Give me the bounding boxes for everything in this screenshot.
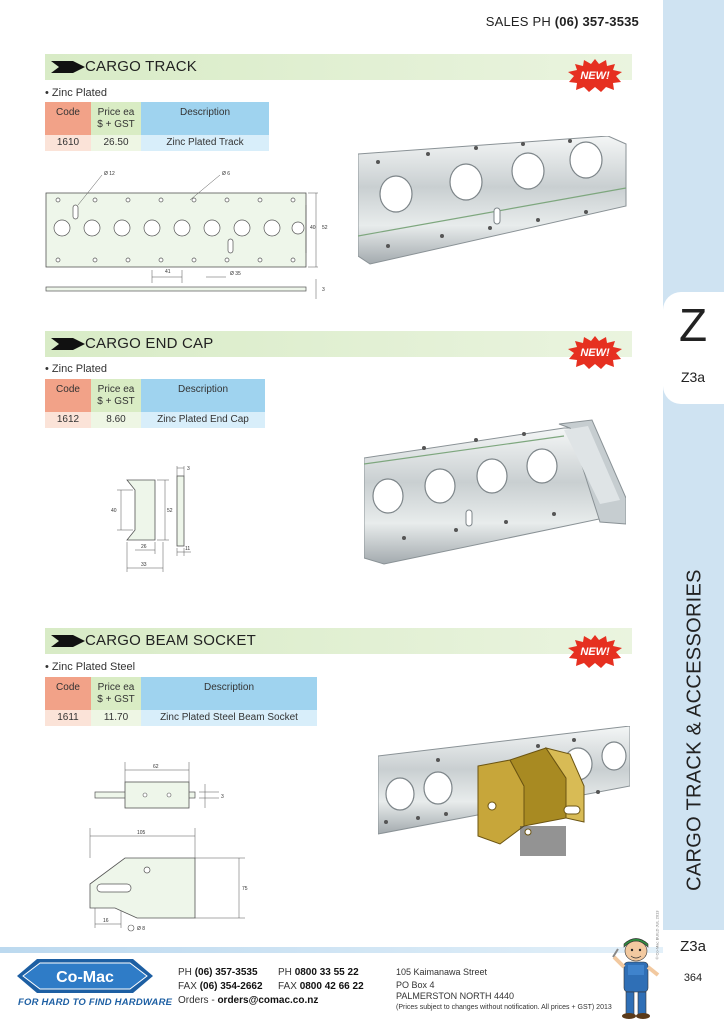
cargo-track-drawing: Ø 12 Ø 6 41 Ø 35 40 52 3 bbox=[45, 171, 328, 299]
svg-text:Ø 35: Ø 35 bbox=[230, 271, 241, 277]
svg-text:40: 40 bbox=[310, 225, 316, 231]
svg-text:3: 3 bbox=[322, 287, 325, 293]
section-code: Z3a bbox=[680, 369, 706, 385]
svg-text:11: 11 bbox=[185, 546, 190, 552]
svg-text:Co-Mac: Co-Mac bbox=[56, 969, 114, 986]
section-header-cargo-beam-socket: CARGO BEAM SOCKET bbox=[45, 628, 632, 654]
orders-email[interactable]: Orders - orders@comac.co.nz bbox=[178, 995, 319, 1006]
footer-strip bbox=[0, 947, 663, 953]
page-number: 364 bbox=[683, 972, 703, 984]
svg-text:NEW!: NEW! bbox=[580, 646, 610, 658]
cargo-track-photo bbox=[358, 136, 627, 265]
end-cap-drawing: 3 40 52 26 33 11 bbox=[111, 466, 191, 572]
mascot-illustration bbox=[612, 938, 660, 1019]
finish-label: • Zinc Plated bbox=[45, 87, 107, 99]
section-tab[interactable] bbox=[663, 292, 724, 404]
section-letter: Z bbox=[678, 299, 708, 351]
finish-label: • Zinc Plated bbox=[45, 363, 107, 375]
phone-line: PH (06) 357-3535 bbox=[178, 967, 258, 978]
beam-socket-drawing: 62 3 105 75 16 Ø 8 bbox=[89, 762, 248, 932]
section-vertical-title: CARGO TRACK & ACCESSORIES bbox=[683, 569, 706, 891]
svg-text:3: 3 bbox=[187, 466, 190, 472]
svg-text:Ø 12: Ø 12 bbox=[104, 171, 115, 177]
rail-footer bbox=[663, 930, 724, 1024]
comac-logo[interactable]: Co-Mac bbox=[15, 955, 155, 997]
fax-freephone: FAX 0800 42 66 22 bbox=[278, 981, 364, 992]
svg-text:33: 33 bbox=[141, 562, 147, 568]
spec-table-cargo-beam-socket: Code Price ea$ + GST Description 1611 11… bbox=[45, 677, 317, 726]
new-badge: NEW! bbox=[568, 635, 622, 668]
svg-text:41: 41 bbox=[165, 269, 171, 275]
sales-phone: SALES PH (06) 357-3535 bbox=[485, 14, 639, 29]
svg-text:75: 75 bbox=[242, 886, 248, 892]
end-cap-photo bbox=[364, 419, 626, 565]
price-note: (Prices subject to changes without notif… bbox=[396, 1004, 612, 1011]
spec-table-cargo-track: Code Price ea$ + GST Description 1610 26… bbox=[45, 102, 269, 151]
svg-text:52: 52 bbox=[322, 225, 328, 231]
table-row: 1612 8.60 Zinc Plated End Cap bbox=[45, 412, 265, 428]
phone-freephone: PH 0800 33 55 22 bbox=[278, 967, 359, 978]
section-header-cargo-end-cap: CARGO END CAP bbox=[45, 331, 632, 357]
table-row: 1611 11.70 Zinc Plated Steel Beam Socket bbox=[45, 710, 317, 726]
side-rail bbox=[663, 0, 724, 950]
svg-text:Ø 6: Ø 6 bbox=[222, 171, 230, 177]
section-header-cargo-track: CARGO TRACK bbox=[45, 54, 632, 80]
svg-text:16: 16 bbox=[103, 918, 109, 924]
address-city: PALMERSTON NORTH 4440 bbox=[396, 991, 515, 1001]
arrow-icon bbox=[51, 61, 85, 73]
svg-text:105: 105 bbox=[137, 830, 146, 836]
arrow-icon bbox=[51, 635, 85, 647]
svg-text:62: 62 bbox=[153, 764, 159, 770]
svg-text:52: 52 bbox=[167, 508, 173, 514]
new-badge: NEW! bbox=[568, 59, 622, 92]
fax-line: FAX (06) 354-2662 bbox=[178, 981, 263, 992]
svg-text:40: 40 bbox=[111, 508, 117, 514]
svg-text:NEW!: NEW! bbox=[580, 347, 610, 359]
svg-text:26: 26 bbox=[141, 544, 147, 550]
spec-table-cargo-end-cap: Code Price ea$ + GST Description 1612 8.… bbox=[45, 379, 265, 428]
new-badge: NEW! bbox=[568, 336, 622, 369]
tagline: FOR HARD TO FIND HARDWARE bbox=[18, 997, 173, 1008]
arrow-icon bbox=[51, 338, 85, 350]
finish-label: • Zinc Plated Steel bbox=[45, 661, 136, 673]
section-code-bottom: Z3a bbox=[680, 938, 706, 955]
beam-socket-photo bbox=[378, 726, 630, 856]
table-row: 1610 26.50 Zinc Plated Track bbox=[45, 135, 269, 151]
address-pobox: PO Box 4 bbox=[396, 980, 435, 990]
svg-text:Ø 8: Ø 8 bbox=[137, 926, 145, 932]
address-street: 105 Kaimanawa Street bbox=[396, 967, 488, 977]
svg-text:NEW!: NEW! bbox=[580, 70, 610, 82]
svg-text:3: 3 bbox=[221, 794, 224, 800]
